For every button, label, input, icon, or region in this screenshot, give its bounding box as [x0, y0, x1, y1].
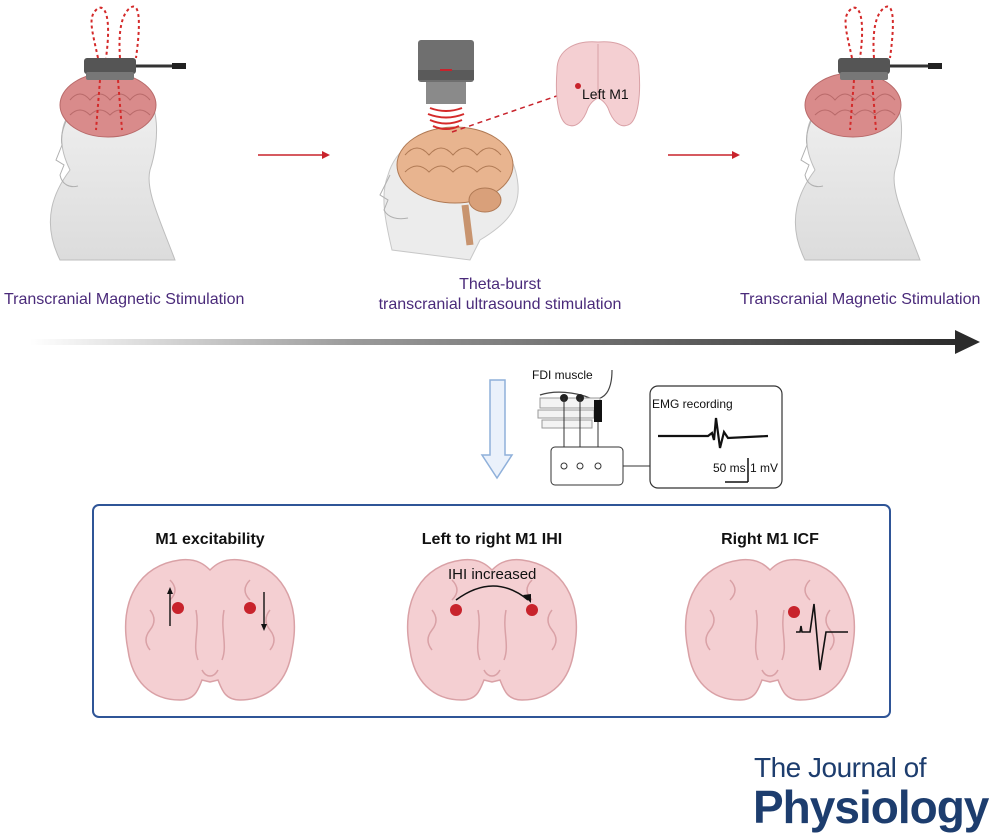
mep-waveform — [796, 603, 848, 671]
left-m1-target-dot — [575, 83, 581, 89]
panel-2-title: Left to right M1 IHI — [421, 531, 563, 548]
panel-3-title: Right M1 ICF — [721, 531, 819, 548]
right-tms-head-illustration — [794, 5, 942, 261]
left-m1-dot — [450, 604, 462, 616]
right-m1-dot — [244, 602, 256, 614]
center-label-line1: Theta-burst — [459, 276, 541, 293]
center-label-line2: transcranial ultrasound stimulation — [378, 296, 622, 313]
left-tms-head-illustration — [49, 5, 186, 261]
center-tus-illustration — [379, 40, 581, 261]
coronal-brain-1 — [124, 558, 296, 701]
down-arrow-icon — [261, 624, 267, 631]
left-tms-brain — [59, 72, 157, 138]
coronal-brain-3 — [684, 558, 856, 701]
coronal-brain-2 — [406, 558, 578, 701]
timeline-arrow — [30, 330, 980, 354]
left-m1-dot — [172, 602, 184, 614]
journal-title-line2: Physiology — [753, 781, 989, 833]
up-arrow-icon — [167, 587, 173, 594]
arrow-left-to-center — [258, 151, 330, 159]
panel-1-title: M1 excitability — [155, 531, 265, 548]
emg-setup-illustration — [537, 369, 650, 486]
left-tms-coil — [84, 58, 136, 74]
top-view-brain — [555, 41, 641, 127]
emg-recording-label: EMG recording — [652, 397, 733, 411]
scale-amp-label: 1 mV — [750, 461, 779, 475]
emg-trace — [658, 417, 769, 449]
right-tms-label: Transcranial Magnetic Stimulation — [740, 291, 981, 308]
emg-recording-box — [649, 385, 783, 489]
ihi-arrow — [455, 585, 529, 601]
left-tms-label: Transcranial Magnetic Stimulation — [4, 291, 245, 308]
left-m1-label: Left M1 — [582, 86, 629, 102]
right-m1-dot — [788, 606, 800, 618]
down-arrow — [480, 379, 514, 480]
arrow-center-to-right — [668, 151, 740, 159]
right-tms-coil — [838, 58, 890, 74]
right-m1-dot — [526, 604, 538, 616]
ihi-increased-note: IHI increased — [448, 566, 537, 583]
journal-title-line1: The Journal of — [754, 752, 927, 783]
fdi-muscle-label: FDI muscle — [532, 368, 593, 382]
scale-time-label: 50 ms — [713, 461, 746, 475]
